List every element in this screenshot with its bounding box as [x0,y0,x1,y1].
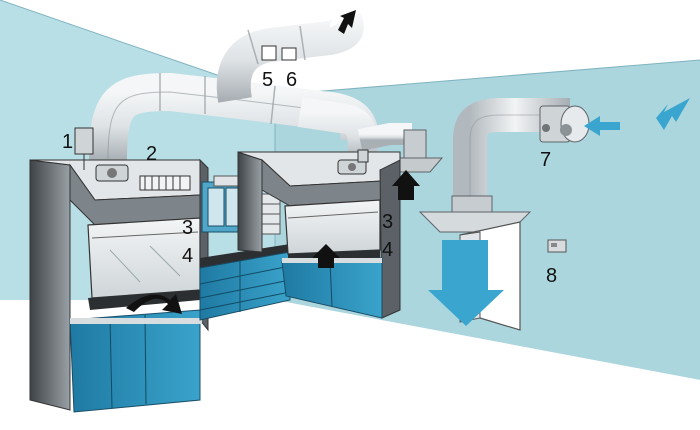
supply-fan-unit [539,105,590,143]
exhaust-device-5 [261,45,277,61]
callout-8: 8 [546,265,558,287]
wall-sensor [547,239,567,253]
canopy-down-arrow [428,240,504,326]
callout-3-right: 3 [382,211,394,233]
canopy-hood-center [387,129,444,173]
exhaust-device-6 [281,47,297,61]
right-hood-inflow-arrow [312,244,340,268]
roof-exhaust-arrow [338,10,356,34]
callout-6: 6 [286,69,298,91]
callout-1: 1 [62,131,74,153]
fume-hood-right [237,149,401,319]
callout-2: 2 [146,143,158,165]
callout-3-left: 3 [182,217,194,239]
callout-4-right: 4 [382,239,394,261]
canopy-up-arrow [392,170,420,200]
fume-hood-left [29,127,209,413]
callout-4-left: 4 [182,245,194,267]
exhaust-riser-duct [216,12,364,103]
supply-air-arrow [584,116,620,136]
hood-monitor [74,127,94,155]
hood-grille [139,175,191,191]
wall-air-arrow [656,98,690,130]
callout-7: 7 [540,149,552,171]
callout-5: 5 [262,69,274,91]
left-hood-inflow-arrow [126,294,182,314]
